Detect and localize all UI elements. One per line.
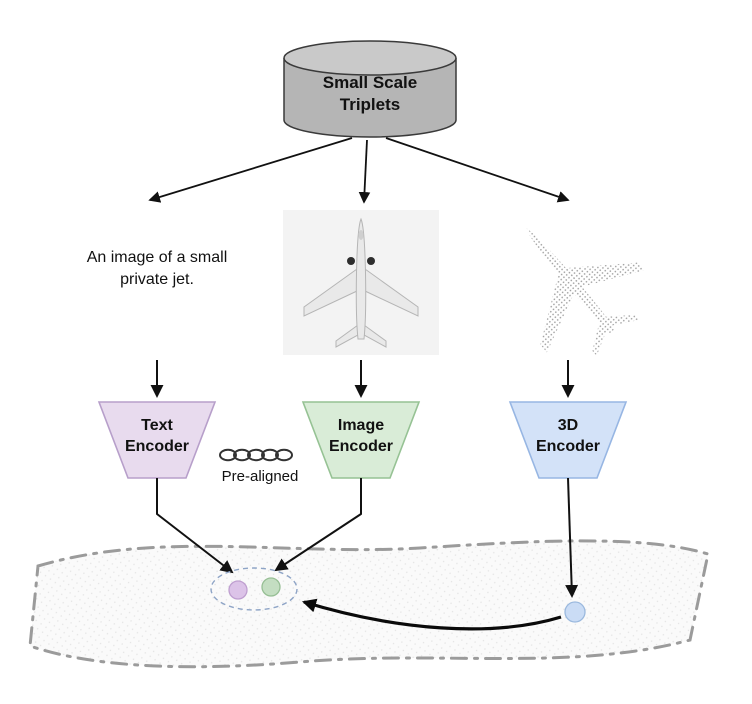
arrow-text-encoder-to-dot bbox=[156, 478, 234, 574]
arrow-image-encoder-to-dot bbox=[274, 478, 362, 572]
text-encoder-shape bbox=[97, 401, 217, 479]
prealigned-label: Pre-aligned bbox=[221, 468, 299, 485]
embedding-space-manifold bbox=[28, 539, 710, 669]
triplets-database-cylinder bbox=[283, 40, 457, 138]
image-sample bbox=[283, 210, 439, 355]
arrow-threed-encoder-to-dot bbox=[565, 477, 579, 598]
threed-encoder-shape bbox=[508, 401, 628, 479]
samples-to-encoders-arrows bbox=[150, 360, 575, 398]
jet-pointcloud-icon bbox=[525, 228, 645, 356]
text-embedding-dot bbox=[228, 580, 248, 600]
alignment-arrow bbox=[301, 598, 562, 631]
arrow-dataset-to-text bbox=[148, 137, 353, 203]
alignment-ellipse bbox=[210, 567, 298, 611]
arrow-dataset-to-pointcloud bbox=[385, 137, 570, 203]
dataset-label: Small Scale Triplets bbox=[322, 73, 418, 115]
text-sample-caption: An image of a small private jet. bbox=[86, 249, 228, 288]
jet-render-icon bbox=[303, 217, 419, 348]
image-encoder-label: Image Encoder bbox=[328, 417, 393, 455]
chain-icon bbox=[219, 448, 293, 462]
encoders-to-embedding-arrows bbox=[156, 477, 579, 598]
pointcloud-sample bbox=[525, 228, 645, 356]
text-encoder-label: Text Encoder bbox=[124, 417, 189, 455]
arrow-dataset-to-image bbox=[358, 139, 371, 204]
image-encoder-shape bbox=[301, 401, 421, 479]
image-embedding-dot bbox=[261, 577, 281, 597]
threed-encoder-label: 3D Encoder bbox=[535, 417, 600, 455]
dataset-to-samples-arrows bbox=[148, 137, 570, 204]
threed-embedding-dot bbox=[564, 601, 586, 623]
